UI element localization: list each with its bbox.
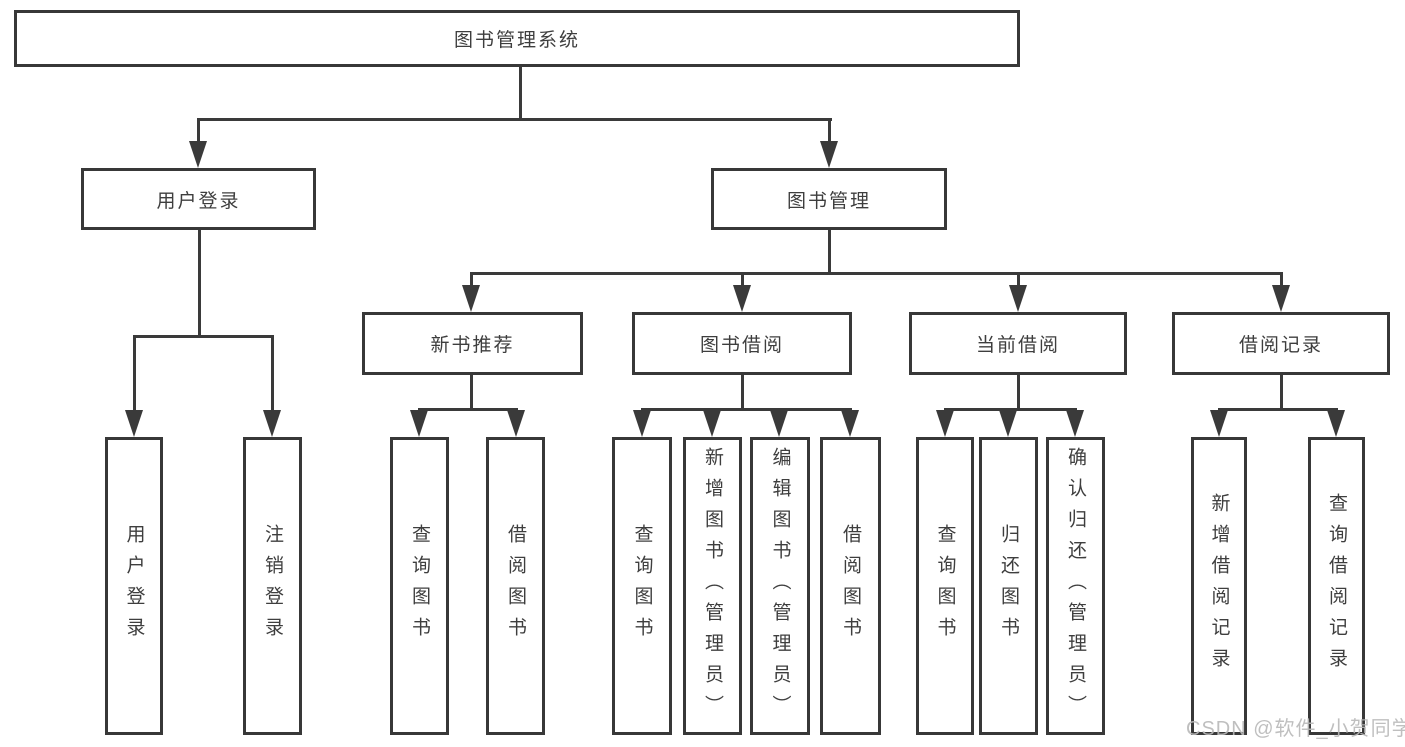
node-user-login: 用户登录 xyxy=(105,437,163,735)
connector-stem-book-mgmt-0 xyxy=(469,272,473,292)
arrow-down-icon xyxy=(263,410,281,437)
node-borrow-records: 借阅记录 xyxy=(1172,312,1390,375)
arrow-down-icon xyxy=(633,410,651,437)
node-user-login-group: 用户登录 xyxy=(81,168,316,230)
node-label-user-login-group: 用户登录 xyxy=(156,190,241,212)
arrow-down-icon xyxy=(1009,285,1027,312)
connector-bar-root xyxy=(196,118,832,121)
node-label-query-borrow-record: 查询借阅记录 xyxy=(1326,493,1347,679)
node-borrow-add-books: 新增图书（管理员） xyxy=(683,437,742,735)
node-current-borrow: 当前借阅 xyxy=(909,312,1127,375)
arrow-down-icon xyxy=(841,410,859,437)
arrow-down-icon xyxy=(703,410,721,437)
node-label-rec-borrow-books: 借阅图书 xyxy=(505,524,526,648)
connector-bar-borrow-records xyxy=(1217,408,1338,411)
node-return-books: 归还图书 xyxy=(979,437,1038,735)
arrow-down-icon xyxy=(820,141,838,168)
connector-trunk-book-mgmt xyxy=(827,230,831,275)
csdn-watermark: CSDN @软件_小贺同学 xyxy=(1186,718,1405,740)
arrow-down-icon xyxy=(462,285,480,312)
connector-trunk-borrow-records xyxy=(1279,375,1283,411)
node-label-borrow-edit-books: 编辑图书（管理员） xyxy=(769,446,791,726)
arrow-down-icon xyxy=(936,410,954,437)
node-add-borrow-record: 新增借阅记录 xyxy=(1191,437,1247,735)
node-rec-borrow-books: 借阅图书 xyxy=(486,437,545,735)
node-label-borrow-query-books: 查询图书 xyxy=(631,524,653,648)
node-label-return-books: 归还图书 xyxy=(998,524,1019,648)
node-book-borrow: 图书借阅 xyxy=(632,312,852,375)
node-label-root: 图书管理系统 xyxy=(453,30,580,51)
node-current-query-books: 查询图书 xyxy=(916,437,974,735)
node-label-add-borrow-record: 新增借阅记录 xyxy=(1208,493,1230,679)
arrow-down-icon xyxy=(507,410,525,437)
connector-stem-root-0 xyxy=(196,118,200,148)
node-label-book-borrow: 图书借阅 xyxy=(699,335,784,356)
node-label-borrow-records: 借阅记录 xyxy=(1238,335,1323,356)
connector-bar-current-borrow xyxy=(943,408,1077,411)
arrow-down-icon xyxy=(1210,410,1228,437)
node-rec-query-books: 查询图书 xyxy=(390,437,449,735)
connector-trunk-new-book-rec xyxy=(469,375,473,411)
connector-trunk-root xyxy=(518,67,522,121)
node-label-book-mgmt: 图书管理 xyxy=(786,190,871,212)
connector-stem-user-login-group-0 xyxy=(132,335,136,417)
node-query-borrow-record: 查询借阅记录 xyxy=(1308,437,1365,735)
connector-stem-book-mgmt-1 xyxy=(740,272,744,292)
connector-trunk-user-login-group xyxy=(197,230,201,338)
node-label-user-login: 用户登录 xyxy=(123,524,145,648)
node-book-mgmt: 图书管理 xyxy=(711,168,947,230)
node-label-logout: 注销登录 xyxy=(262,524,283,648)
connector-trunk-current-borrow xyxy=(1016,375,1020,411)
node-label-borrow-borrow-books: 借阅图书 xyxy=(840,524,861,648)
node-label-confirm-return: 确认归还（管理员） xyxy=(1065,446,1086,726)
node-borrow-query-books: 查询图书 xyxy=(612,437,672,735)
node-label-current-query-books: 查询图书 xyxy=(934,524,956,648)
connector-bar-book-borrow xyxy=(640,408,852,411)
node-logout: 注销登录 xyxy=(243,437,302,735)
arrow-down-icon xyxy=(1272,285,1290,312)
arrow-down-icon xyxy=(1327,410,1345,437)
node-confirm-return: 确认归还（管理员） xyxy=(1046,437,1105,735)
node-borrow-edit-books: 编辑图书（管理员） xyxy=(750,437,810,735)
arrow-down-icon xyxy=(999,410,1017,437)
connector-bar-new-book-rec xyxy=(417,408,518,411)
arrow-down-icon xyxy=(770,410,788,437)
node-new-book-rec: 新书推荐 xyxy=(362,312,583,375)
node-label-current-borrow: 当前借阅 xyxy=(975,335,1060,356)
node-label-borrow-add-books: 新增图书（管理员） xyxy=(702,446,723,726)
connector-stem-user-login-group-1 xyxy=(270,335,274,417)
arrow-down-icon xyxy=(1066,410,1084,437)
arrow-down-icon xyxy=(125,410,143,437)
arrow-down-icon xyxy=(733,285,751,312)
connector-bar-book-mgmt xyxy=(469,272,1283,275)
connector-stem-root-1 xyxy=(827,118,831,148)
connector-stem-book-mgmt-2 xyxy=(1016,272,1020,292)
node-label-rec-query-books: 查询图书 xyxy=(409,524,430,648)
arrow-down-icon xyxy=(189,141,207,168)
node-root: 图书管理系统 xyxy=(14,10,1020,67)
connector-bar-user-login-group xyxy=(132,335,274,338)
connector-stem-book-mgmt-3 xyxy=(1279,272,1283,292)
node-borrow-borrow-books: 借阅图书 xyxy=(820,437,881,735)
connector-trunk-book-borrow xyxy=(740,375,744,411)
arrow-down-icon xyxy=(410,410,428,437)
node-label-new-book-rec: 新书推荐 xyxy=(430,335,515,356)
